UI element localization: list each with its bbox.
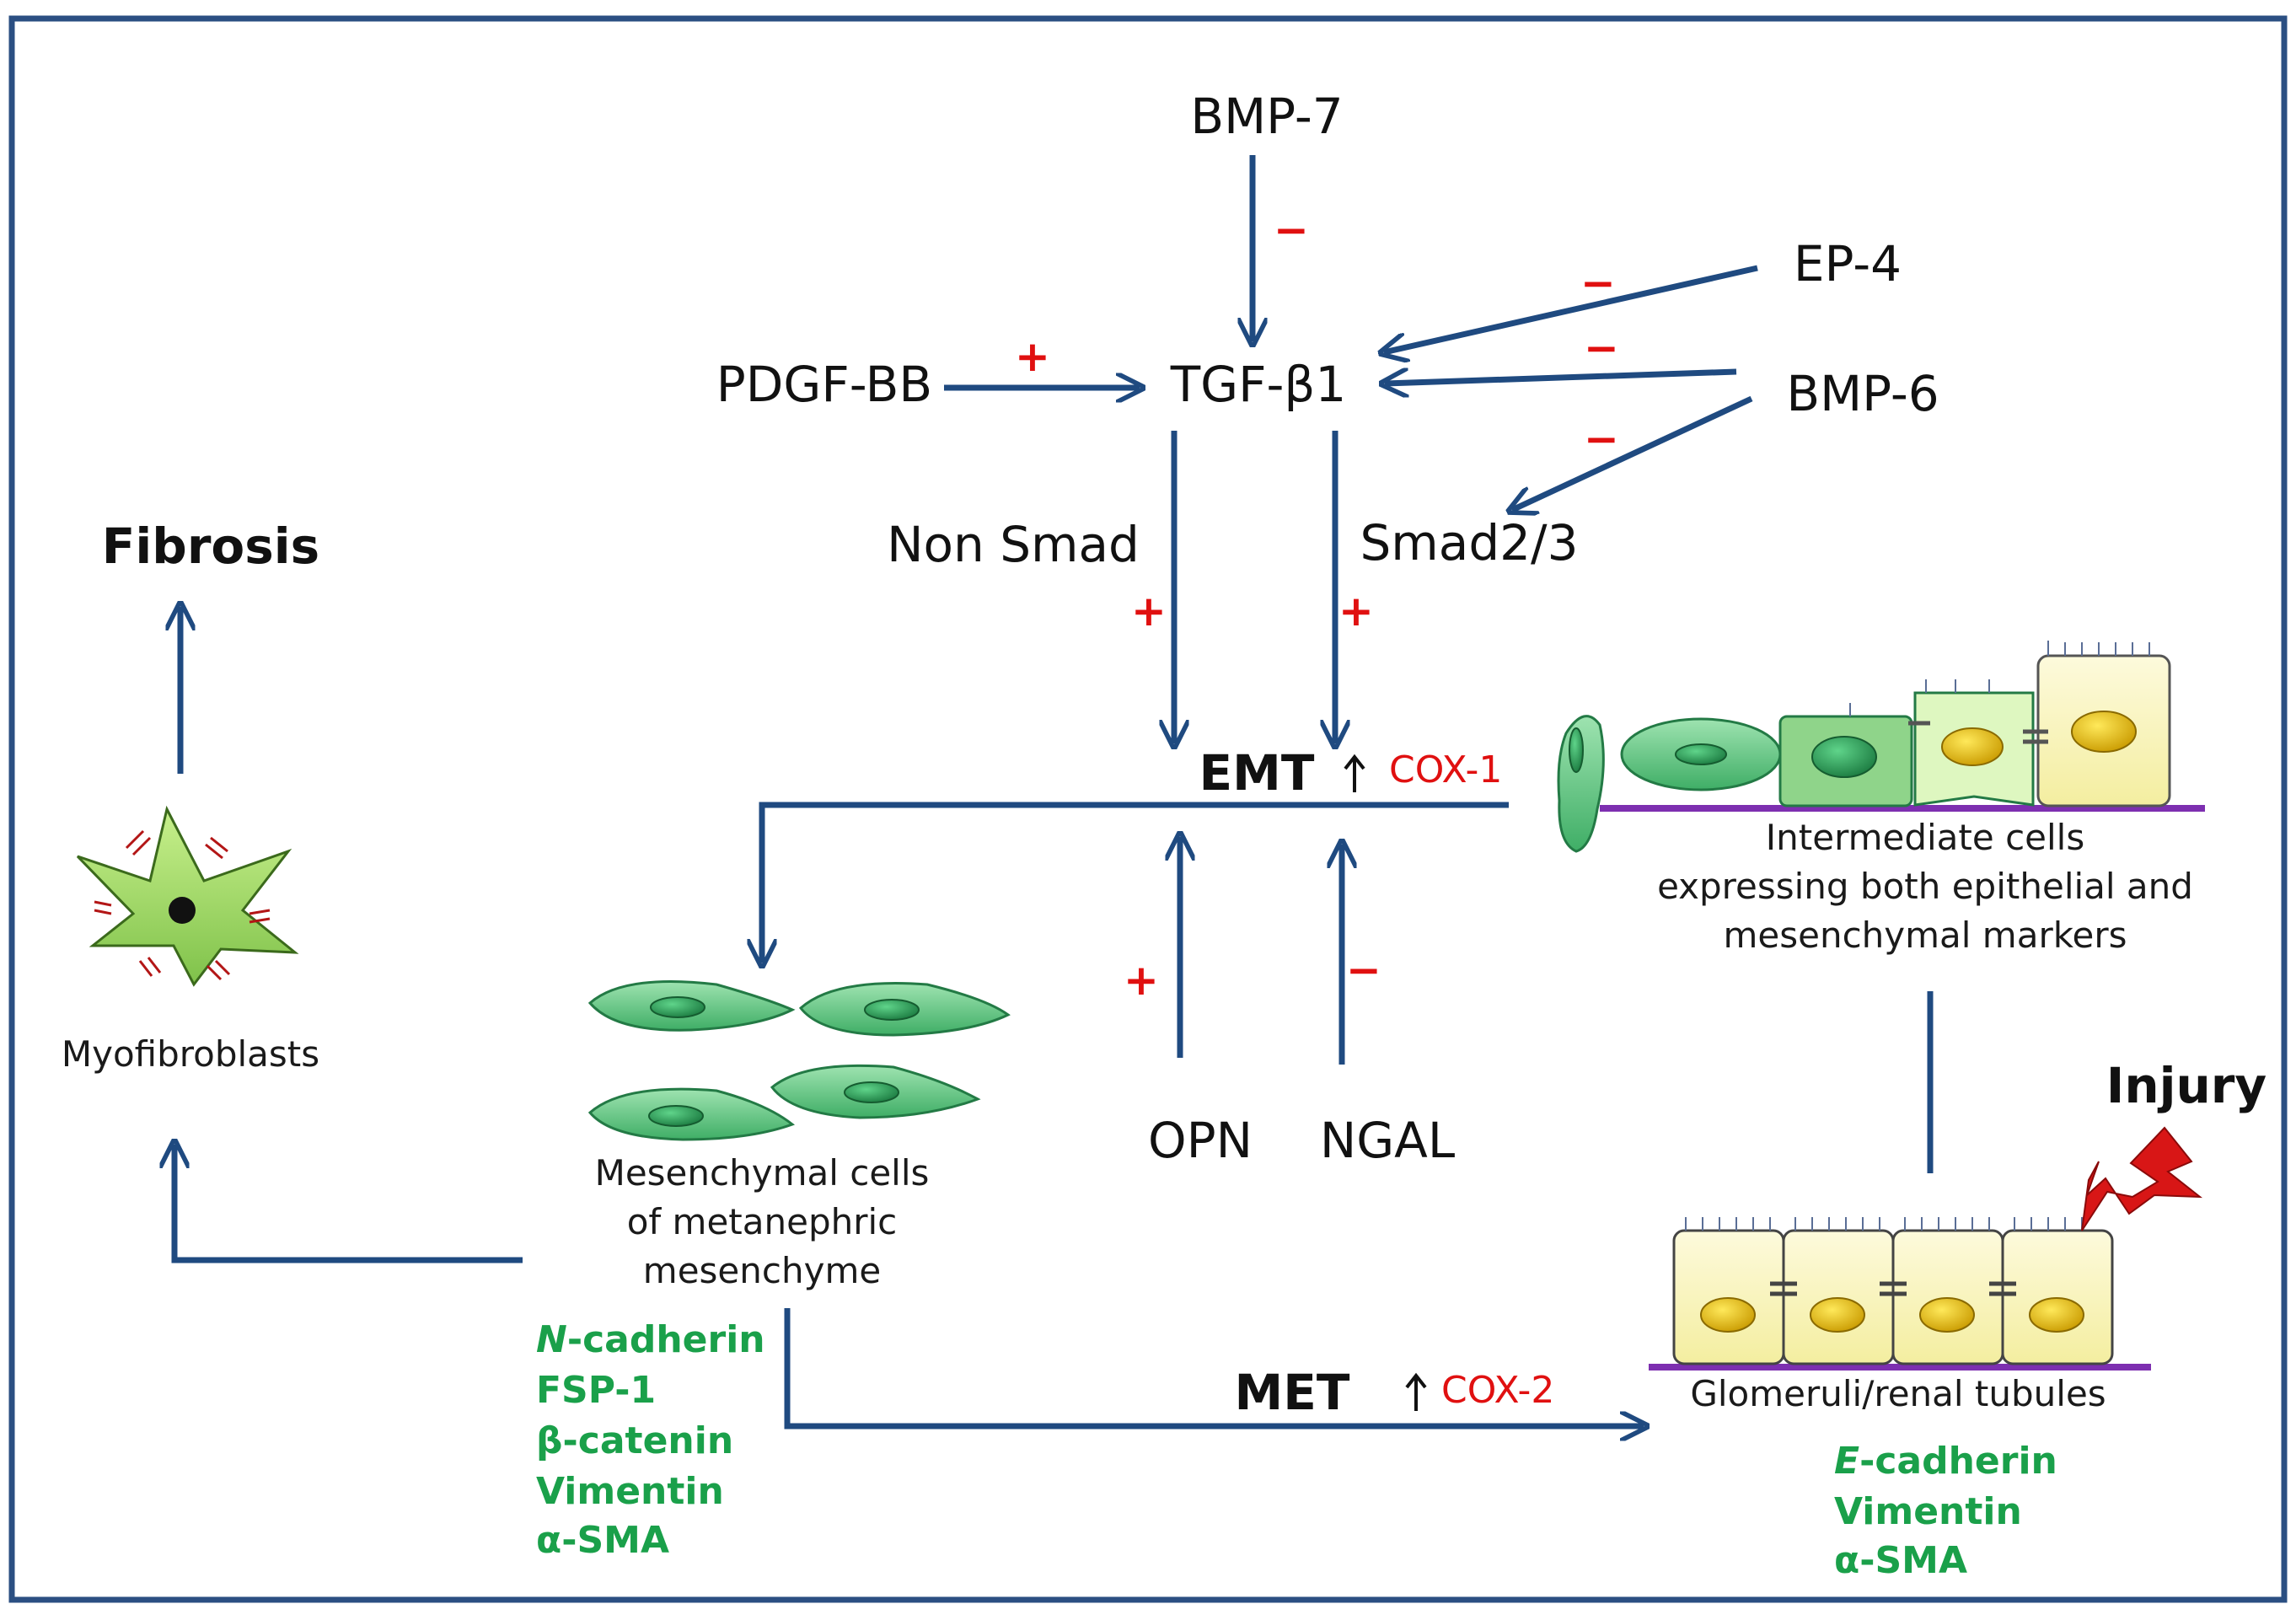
mesenchymal-caption-3: mesenchyme <box>643 1250 881 1291</box>
arrow-mesenchymal-met <box>784 1308 1644 1426</box>
met-label: MET <box>1235 1364 1350 1421</box>
emt-label: EMT <box>1199 744 1315 802</box>
sign-bmp6-tgf: − <box>1584 324 1619 373</box>
sign-opn-emt: + <box>1124 956 1159 1005</box>
non-smad-label: Non Smad <box>887 516 1140 573</box>
lightning-bolt-icon <box>2081 1126 2203 1231</box>
arrow-bmp6-tgf <box>1385 372 1737 384</box>
sign-bmp6-smad: − <box>1584 415 1619 464</box>
epithelial-marker-1: E-cadherin <box>1834 1440 2057 1483</box>
cox2-up-arrow-icon <box>1405 1372 1427 1411</box>
smad-label: Smad2/3 <box>1360 514 1578 571</box>
tgf-label: TGF-β1 <box>1170 356 1347 413</box>
injury-label: Injury <box>2106 1057 2266 1114</box>
mesenchymal-marker-2: FSP-1 <box>536 1369 656 1412</box>
arrow-ep4-tgf <box>1384 265 1758 352</box>
intermediate-cells <box>1557 641 2205 853</box>
epithelial-marker-2: Vimentin <box>1834 1490 2022 1533</box>
arrow-bmp6-smad <box>1512 395 1753 510</box>
epithelial-marker-3: α-SMA <box>1834 1539 1967 1582</box>
ep4-label: EP-4 <box>1794 235 1902 292</box>
sign-bmp7-tgf: − <box>1274 206 1309 255</box>
sign-non-smad-emt: + <box>1131 587 1167 636</box>
sign-ngal-emt: − <box>1346 946 1381 995</box>
arrow-mesenchymal-myofibroblast <box>174 1145 523 1263</box>
intermediate-caption-2: expressing both epithelial and <box>1657 866 2193 907</box>
cox1-up-arrow-icon <box>1344 754 1365 792</box>
bmp6-label: BMP-6 <box>1786 365 1939 422</box>
mesenchymal-marker-3: β-catenin <box>536 1419 733 1462</box>
opn-label: OPN <box>1148 1112 1253 1169</box>
mesenchymal-marker-1: N-cadherin <box>536 1318 765 1361</box>
mesenchymal-caption-2: of metanephric <box>627 1201 898 1242</box>
sign-ep4-tgf: − <box>1580 259 1616 308</box>
sign-smad-emt: + <box>1338 587 1374 636</box>
intermediate-caption-3: mesenchymal markers <box>1723 915 2127 956</box>
diagram-frame <box>8 15 2288 1603</box>
mesenchymal-caption-1: Mesenchymal cells <box>595 1152 930 1194</box>
renal-tubule-cells <box>1649 1217 2151 1371</box>
pdgf-label: PDGF-BB <box>716 356 932 413</box>
intermediate-caption-1: Intermediate cells <box>1766 817 2084 858</box>
fibrosis-label: Fibrosis <box>102 518 319 575</box>
epithelial-markers: E-cadherin Vimentin α-SMA <box>1834 1440 2057 1582</box>
cox2-label: COX-2 <box>1441 1369 1554 1412</box>
myofibroblasts-label: Myofibroblasts <box>62 1033 319 1075</box>
mesenchymal-marker-5: α-SMA <box>536 1519 669 1562</box>
myofibroblast-cell <box>76 805 299 987</box>
glomeruli-caption: Glomeruli/renal tubules <box>1690 1373 2106 1414</box>
ngal-label: NGAL <box>1320 1112 1455 1169</box>
bmp7-label: BMP-7 <box>1190 88 1343 145</box>
mesenchymal-marker-4: Vimentin <box>536 1470 724 1513</box>
arrow-emt-mesenchymal <box>762 802 1509 963</box>
sign-pdgf-tgf: + <box>1015 332 1050 381</box>
mesenchymal-markers: N-cadherin FSP-1 β-catenin Vimentin α-SM… <box>536 1318 765 1562</box>
mesenchymal-cells-cluster <box>587 980 1011 1141</box>
cox1-label: COX-1 <box>1389 748 1502 791</box>
